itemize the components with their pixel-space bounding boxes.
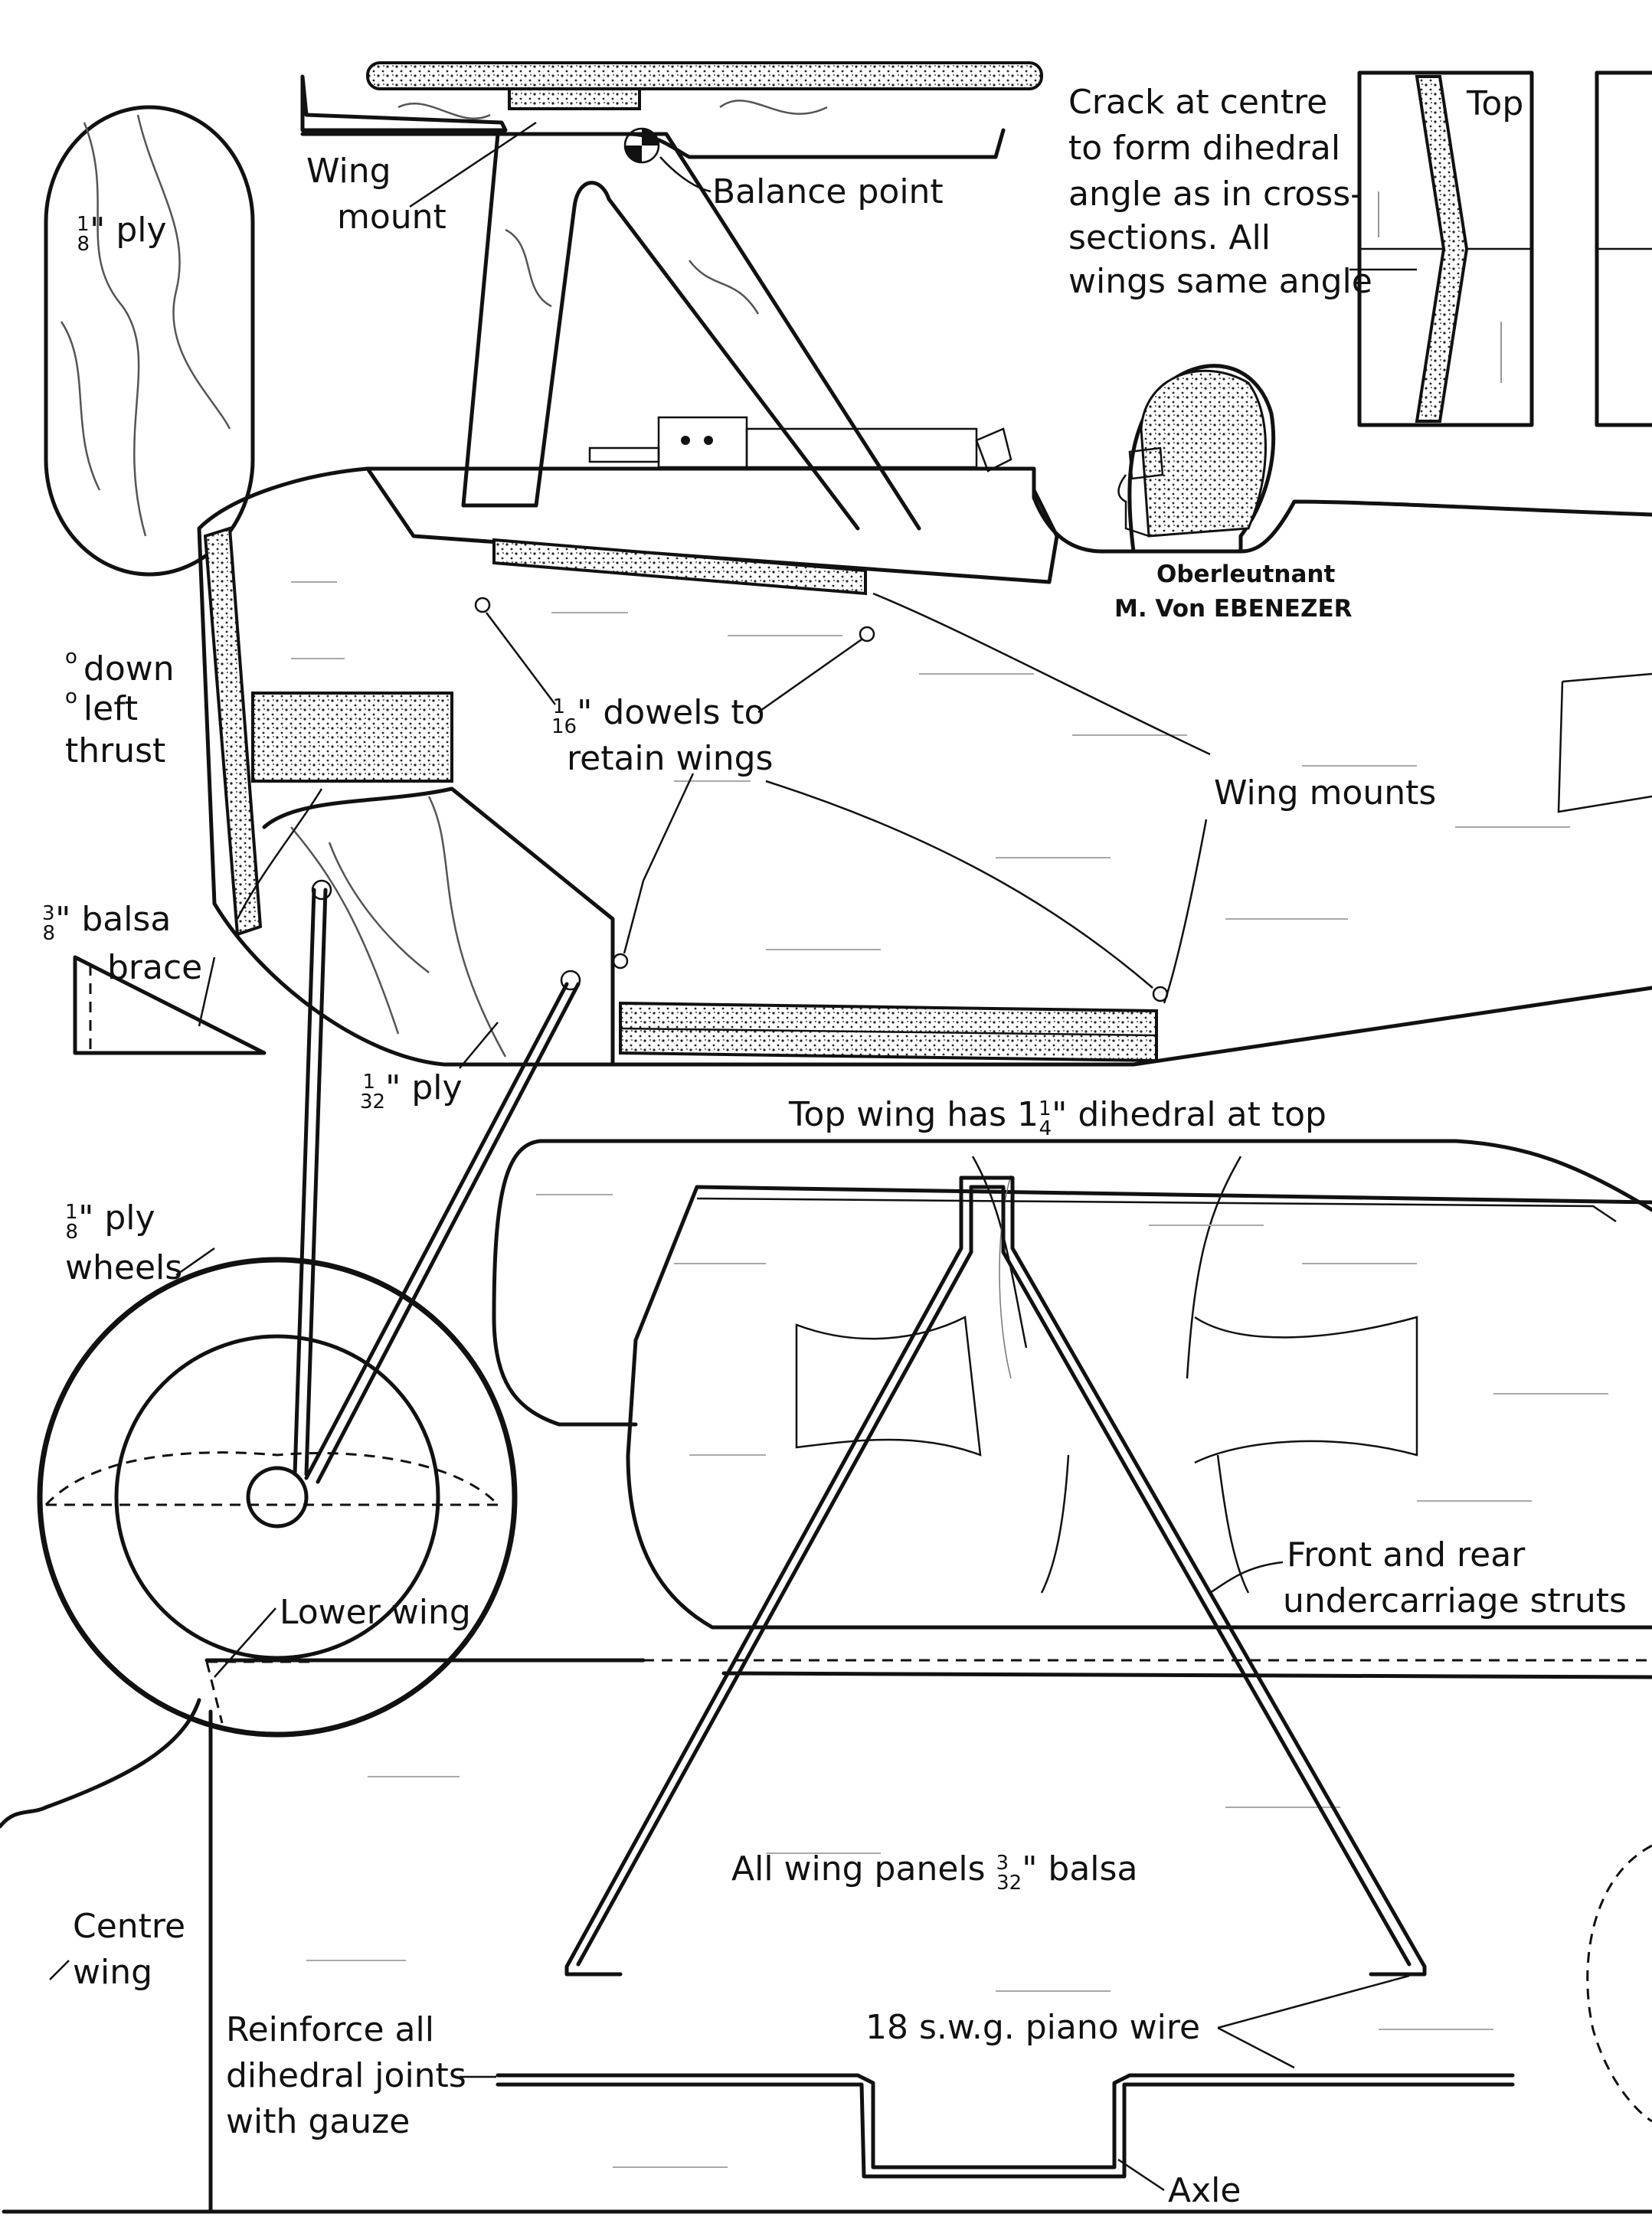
wing-mount-pylon xyxy=(300,61,1043,531)
top-wing-seat xyxy=(508,87,641,110)
balance-point-label: Balance point xyxy=(712,172,944,211)
svg-text:to form dihedral: to form dihedral xyxy=(1068,129,1340,168)
dowels-label-2: retain wings xyxy=(567,739,773,778)
wheels-label-2: wheels xyxy=(65,1248,182,1287)
wing-mounts-label: Wing mounts xyxy=(1214,773,1436,813)
balsa-brace-block xyxy=(251,692,453,783)
svg-text:Crack at centre: Crack at centre xyxy=(1068,83,1327,122)
piano-wire-label: 18 s.w.g. piano wire xyxy=(865,2008,1200,2047)
lower-wing-label: Lower wing xyxy=(280,1593,471,1632)
reinforce-label-1: Reinforce all xyxy=(226,2010,434,2049)
dihedral-note: Crack at centre to form dihedral angle a… xyxy=(1068,83,1417,301)
pilot-rank: Oberleutnant xyxy=(1156,561,1335,588)
wing-mount-label: Wing xyxy=(306,152,391,191)
top-label: Top xyxy=(1466,84,1523,123)
fuselage-side-view xyxy=(197,466,1652,1067)
firewall-ply xyxy=(203,526,263,937)
pilot-figure xyxy=(1117,364,1276,554)
top-wing-mount-section xyxy=(492,538,867,596)
reinforce-label-2: dihedral joints xyxy=(226,2056,466,2095)
wheel xyxy=(37,1257,518,1738)
centre-wing-label-2: wing xyxy=(73,1953,152,1992)
thrust-label-3: thrust xyxy=(65,731,165,770)
lower-wing-planform xyxy=(536,1175,1652,1630)
undercarriage-strut xyxy=(564,1176,1427,1977)
rear-wire xyxy=(304,982,581,1484)
balsa-brace-triangle xyxy=(73,955,267,1055)
cross-section-box: Top xyxy=(1357,70,1534,427)
axle-label: Axle xyxy=(1168,2171,1241,2210)
svg-text:wings same angle: wings same angle xyxy=(1068,262,1372,301)
svg-text:sections. All: sections. All xyxy=(1068,218,1271,257)
cross-section-box-2 xyxy=(1595,70,1652,427)
struts-label-2: undercarriage struts xyxy=(1283,1581,1627,1620)
frac-den-eighth: 8 xyxy=(77,233,90,256)
machine-gun xyxy=(588,416,1012,473)
pilot-name: M. Von EBENEZER xyxy=(1114,595,1353,623)
centre-wing-label-1: Centre xyxy=(73,1907,185,1946)
centre-wing-section xyxy=(0,1671,1652,2214)
front-wire xyxy=(293,888,328,1476)
upper-wing-planform xyxy=(492,1139,1652,1427)
svg-text:angle as in cross-: angle as in cross- xyxy=(1068,175,1362,214)
frac-num-eighth: 1 xyxy=(77,213,90,236)
axle-wire xyxy=(496,2073,1515,2179)
top-wing-section xyxy=(366,61,1043,90)
wing-mount-label-2: mount xyxy=(337,198,447,237)
reinforce-label-3: with gauze xyxy=(226,2102,410,2141)
struts-label-1: Front and rear xyxy=(1287,1535,1526,1574)
